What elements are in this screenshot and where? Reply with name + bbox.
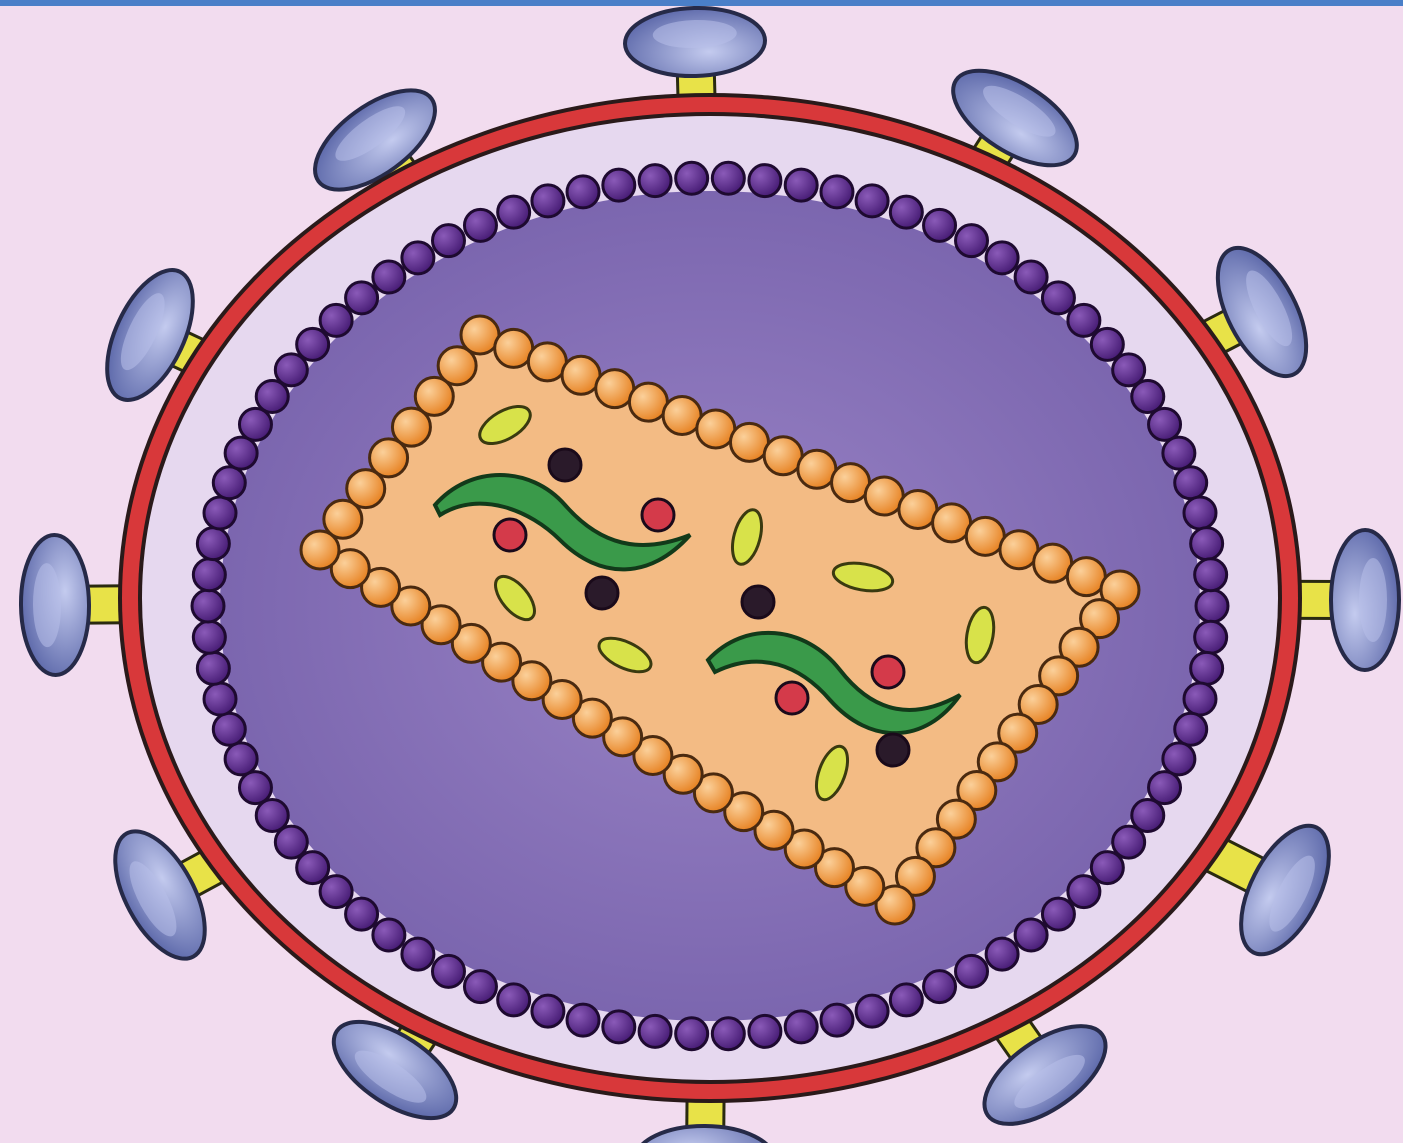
matrix-bead: [1195, 621, 1227, 653]
matrix-bead: [256, 799, 288, 831]
enzyme-dark: [877, 734, 909, 766]
matrix-bead: [639, 1015, 671, 1047]
matrix-bead: [432, 955, 464, 987]
matrix-bead: [197, 652, 229, 684]
matrix-bead: [225, 437, 257, 469]
matrix-bead: [373, 919, 405, 951]
matrix-bead: [986, 242, 1018, 274]
matrix-bead: [239, 408, 271, 440]
matrix-bead: [785, 1011, 817, 1043]
matrix-bead: [749, 165, 781, 197]
matrix-bead: [956, 955, 988, 987]
matrix-bead: [373, 261, 405, 293]
matrix-bead: [213, 713, 245, 745]
matrix-bead: [1068, 876, 1100, 908]
matrix-bead: [821, 1004, 853, 1036]
matrix-bead: [204, 683, 236, 715]
matrix-bead: [1175, 467, 1207, 499]
matrix-bead: [603, 1011, 635, 1043]
capsid-bead: [438, 347, 476, 385]
matrix-bead: [498, 984, 530, 1016]
matrix-bead: [402, 938, 434, 970]
matrix-bead: [1184, 497, 1216, 529]
matrix-bead: [532, 995, 564, 1027]
matrix-bead: [1195, 559, 1227, 591]
matrix-bead: [1015, 261, 1047, 293]
matrix-bead: [567, 176, 599, 208]
matrix-bead: [712, 162, 744, 194]
matrix-bead: [1132, 381, 1164, 413]
matrix-bead: [1015, 919, 1047, 951]
matrix-bead: [1042, 898, 1074, 930]
matrix-bead: [712, 1018, 744, 1050]
matrix-bead: [1196, 590, 1228, 622]
matrix-bead: [193, 621, 225, 653]
matrix-bead: [320, 304, 352, 336]
matrix-bead: [320, 876, 352, 908]
spike-cap-highlight: [1359, 558, 1387, 642]
matrix-bead: [1091, 852, 1123, 884]
matrix-bead: [856, 185, 888, 217]
matrix-bead: [1184, 683, 1216, 715]
enzyme-dark: [742, 586, 774, 618]
enzyme-red: [494, 519, 526, 551]
matrix-bead: [956, 225, 988, 257]
matrix-bead: [856, 995, 888, 1027]
matrix-bead: [1149, 408, 1181, 440]
matrix-bead: [749, 1015, 781, 1047]
matrix-bead: [1068, 304, 1100, 336]
matrix-bead: [192, 590, 224, 622]
matrix-bead: [464, 971, 496, 1003]
matrix-bead: [1163, 437, 1195, 469]
matrix-bead: [464, 209, 496, 241]
matrix-bead: [1191, 528, 1223, 560]
matrix-bead: [567, 1004, 599, 1036]
matrix-bead: [603, 169, 635, 201]
matrix-bead: [639, 165, 671, 197]
spike-cap: [635, 1125, 776, 1143]
enzyme-red: [872, 656, 904, 688]
matrix-bead: [532, 185, 564, 217]
matrix-bead: [676, 162, 708, 194]
matrix-bead: [986, 938, 1018, 970]
enzyme-red: [776, 682, 808, 714]
matrix-bead: [890, 196, 922, 228]
matrix-bead: [197, 528, 229, 560]
matrix-bead: [1163, 743, 1195, 775]
matrix-bead: [785, 169, 817, 201]
matrix-bead: [213, 467, 245, 499]
enzyme-red: [642, 499, 674, 531]
matrix-bead: [239, 772, 271, 804]
matrix-bead: [346, 282, 378, 314]
matrix-bead: [1149, 772, 1181, 804]
matrix-bead: [1191, 652, 1223, 684]
matrix-bead: [1042, 282, 1074, 314]
matrix-bead: [204, 497, 236, 529]
matrix-bead: [676, 1018, 708, 1050]
matrix-bead: [225, 743, 257, 775]
matrix-bead: [924, 971, 956, 1003]
matrix-bead: [297, 328, 329, 360]
matrix-bead: [346, 898, 378, 930]
matrix-bead: [498, 196, 530, 228]
enzyme-dark: [586, 577, 618, 609]
matrix-bead: [924, 209, 956, 241]
enzyme-dark: [549, 449, 581, 481]
matrix-bead: [890, 984, 922, 1016]
matrix-bead: [432, 225, 464, 257]
matrix-bead: [821, 176, 853, 208]
matrix-bead: [402, 242, 434, 274]
matrix-bead: [193, 559, 225, 591]
matrix-bead: [1175, 713, 1207, 745]
